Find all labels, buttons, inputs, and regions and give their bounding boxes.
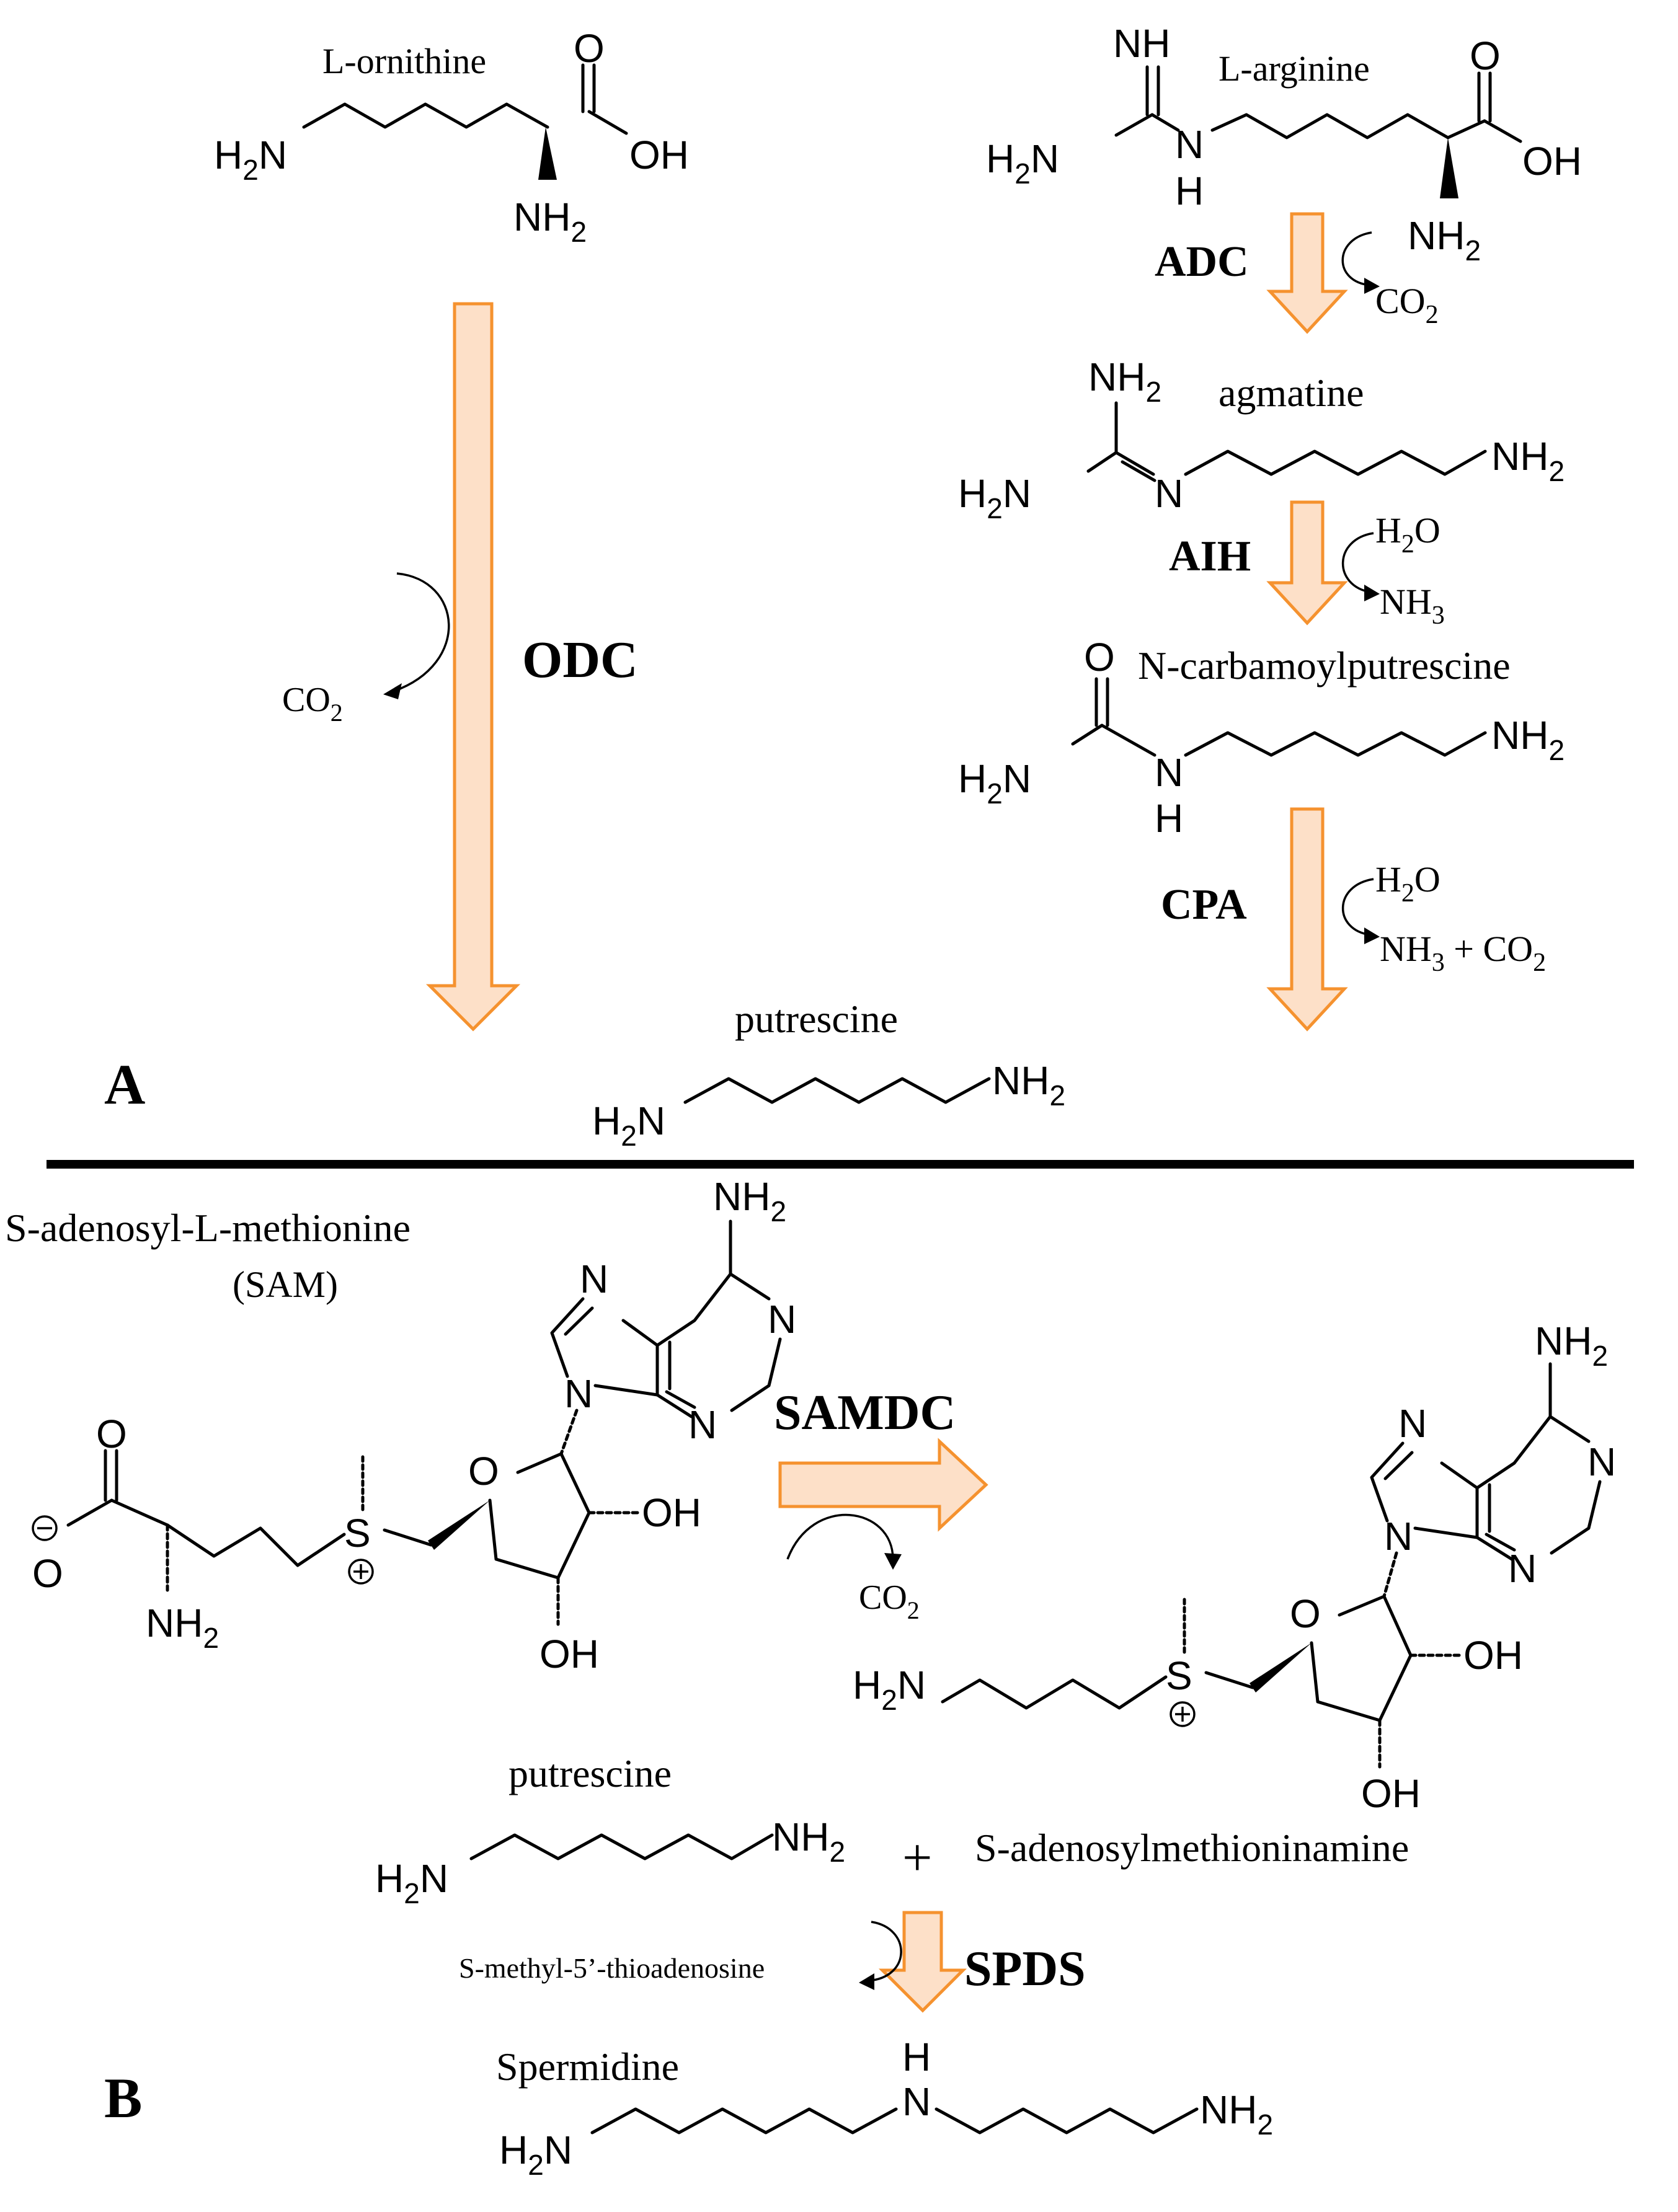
l-ornithine-structure: L-ornithine H2N O OH NH2: [214, 26, 689, 248]
ornithine-carbonyl-o: O: [574, 26, 605, 71]
samdc-enzyme-label: SAMDC: [774, 1386, 956, 1440]
agmatine-top-amine: NH2: [1088, 355, 1161, 408]
arginine-amine-label: H2N: [986, 136, 1059, 190]
arginine-oh-label: OH: [1522, 139, 1582, 184]
putrescine-b-structure: putrescine H2N NH2: [375, 1751, 845, 1909]
spds-arrow: SPDS S-methyl-5’-thioadenosine: [459, 1911, 1086, 2013]
panel-a-label: A: [104, 1053, 145, 1116]
putrescine-a-structure: putrescine H2N NH2: [592, 997, 1065, 1152]
spermidine-right-amine: NH2: [1200, 2087, 1273, 2141]
panel-b-label: B: [104, 2066, 142, 2130]
putrescine-a-label: putrescine: [735, 997, 898, 1041]
spermidine-nh-n: N: [902, 2079, 931, 2124]
dcsam-3-oh: OH: [1361, 1771, 1421, 1816]
cpa-enzyme-label: CPA: [1161, 881, 1247, 929]
agmatine-label: agmatine: [1219, 371, 1364, 415]
dcsam-2-oh: OH: [1463, 1633, 1523, 1678]
carbamoyl-left-amine: H2N: [958, 756, 1031, 810]
plus-sign: +: [902, 1828, 933, 1887]
arginine-nh-n: N: [1175, 122, 1204, 167]
spermidine-left-amine: H2N: [499, 2128, 572, 2181]
odc-enzyme-label: ODC: [522, 631, 638, 689]
sam-2-oh: OH: [642, 1490, 701, 1535]
agmatine-structure: NH2 agmatine H2N N NH2: [958, 355, 1565, 524]
sam-purine-n3: N: [688, 1402, 717, 1447]
agmatine-end-amine: NH2: [1491, 434, 1565, 487]
arginine-carbonyl-o: O: [1470, 33, 1501, 78]
spermidine-structure: Spermidine H N H2N NH2: [496, 2035, 1273, 2181]
agmatine-imine-n: N: [1155, 471, 1183, 516]
sam-name-label: S-adenosyl-L-methionine: [5, 1206, 411, 1250]
sam-ribose-o: O: [468, 1449, 499, 1493]
putrescine-b-label: putrescine: [508, 1751, 672, 1795]
n-carbamoylputrescine-label: N-carbamoylputrescine: [1138, 644, 1511, 688]
carbamoyl-nh-n: N: [1155, 750, 1183, 795]
carbamoyl-end-amine: NH2: [1491, 713, 1565, 766]
dcsam-purine-n1: N: [1587, 1440, 1616, 1484]
sam-purine-n7: N: [580, 1257, 608, 1301]
ornithine-alpha-amine: NH2: [513, 195, 587, 248]
sam-purine-n1: N: [768, 1297, 796, 1342]
spds-enzyme-label: SPDS: [964, 1942, 1086, 1996]
putrescine-a-left-amine: H2N: [592, 1099, 665, 1152]
dcsam-ribose-o: O: [1290, 1591, 1321, 1636]
samdc-co2-label: CO2: [859, 1578, 920, 1624]
sam-adenine-amine: NH2: [713, 1174, 786, 1228]
cpa-nh3-co2-label: NH3 + CO2: [1380, 929, 1546, 977]
putrescine-b-right-amine: NH2: [772, 1815, 845, 1868]
cpa-h2o-label: H2O: [1375, 859, 1441, 908]
dcsam-purine-n7: N: [1398, 1401, 1427, 1446]
dcsam-sulfur: S: [1166, 1653, 1192, 1698]
l-arginine-label: L-arginine: [1219, 48, 1370, 89]
aih-h2o-label: H2O: [1375, 510, 1441, 559]
putrescine-b-left-amine: H2N: [375, 1856, 448, 1909]
l-ornithine-label: L-ornithine: [322, 41, 486, 81]
sam-abbrev-label: (SAM): [233, 1264, 338, 1305]
sam-3-oh: OH: [539, 1632, 599, 1676]
ornithine-amine-label: H2N: [214, 133, 287, 186]
aih-enzyme-label: AIH: [1169, 533, 1251, 580]
spermidine-nh-h: H: [902, 2035, 931, 2079]
dcsam-purine-n3: N: [1508, 1546, 1537, 1591]
arginine-nh-h: H: [1175, 169, 1204, 213]
samdc-arrow: SAMDC CO2: [774, 1386, 988, 1624]
adc-co2-label: CO2: [1375, 281, 1439, 329]
odc-arrow: CO2 ODC: [282, 302, 638, 1032]
dcsam-purine-n9: N: [1384, 1514, 1413, 1559]
dcsam-adenine-amine: NH2: [1535, 1319, 1608, 1372]
spermidine-label: Spermidine: [496, 2045, 679, 2089]
aih-nh3-label: NH3: [1380, 582, 1445, 630]
agmatine-left-amine: H2N: [958, 471, 1031, 524]
dcsam-name-label: S-adenosylmethioninamine: [975, 1826, 1409, 1870]
carbamoyl-nh-h: H: [1155, 796, 1183, 841]
aih-arrow: AIH H2O NH3: [1169, 500, 1445, 630]
carbamoyl-o: O: [1084, 635, 1115, 679]
adc-arrow: ADC CO2: [1155, 212, 1439, 334]
ornithine-oh-label: OH: [629, 133, 689, 177]
sam-carboxylate-o: O: [32, 1551, 63, 1596]
dcsam-amine: H2N: [853, 1663, 926, 1716]
putrescine-a-right-amine: NH2: [992, 1058, 1065, 1112]
adc-enzyme-label: ADC: [1155, 238, 1249, 286]
n-carbamoylputrescine-structure: O N-carbamoylputrescine H2N N H NH2: [958, 635, 1565, 841]
sam-alpha-amine: NH2: [146, 1601, 219, 1654]
arginine-imine-nh: NH: [1113, 21, 1170, 66]
sam-sulfur: S: [344, 1511, 371, 1555]
sam-carboxyl-o: O: [96, 1412, 127, 1456]
odc-co2-label: CO2: [282, 681, 343, 727]
l-arginine-structure: NH L-arginine H2N N H O OH NH2: [986, 21, 1582, 267]
sam-structure: NH2 N N N N O OH OH S NH2: [32, 1174, 796, 1676]
arginine-alpha-amine: NH2: [1408, 213, 1481, 267]
mta-label: S-methyl-5’-thioadenosine: [459, 1952, 765, 1984]
sam-purine-n9: N: [564, 1371, 593, 1416]
cpa-arrow: CPA H2O NH3 + CO2: [1161, 807, 1546, 1032]
dcsam-structure: NH2 N N N N O OH OH S H2N: [853, 1319, 1616, 1816]
